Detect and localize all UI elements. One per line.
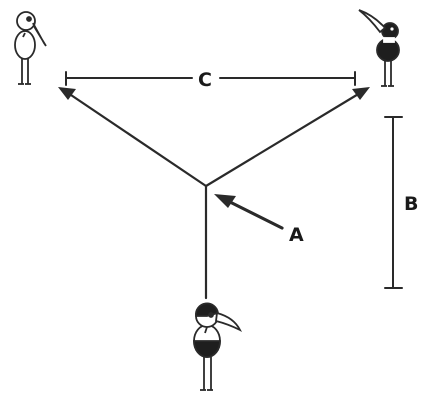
pointer-arrow-a xyxy=(214,194,284,230)
top-right-bird-icon xyxy=(358,9,400,87)
dimension-b xyxy=(384,116,403,289)
top-left-bird-icon xyxy=(14,11,47,85)
bottom-bird-icon xyxy=(193,302,243,391)
label-a: A xyxy=(289,224,304,246)
y-branch-paths xyxy=(66,91,362,300)
label-b: B xyxy=(404,193,418,215)
left-arrowhead xyxy=(58,87,76,100)
branch-arrowheads xyxy=(58,87,370,100)
dimension-c xyxy=(65,71,356,86)
right-branch-line xyxy=(204,91,362,188)
left-branch-line xyxy=(66,91,208,188)
right-arrowhead xyxy=(352,87,370,100)
label-c: C xyxy=(198,69,212,91)
